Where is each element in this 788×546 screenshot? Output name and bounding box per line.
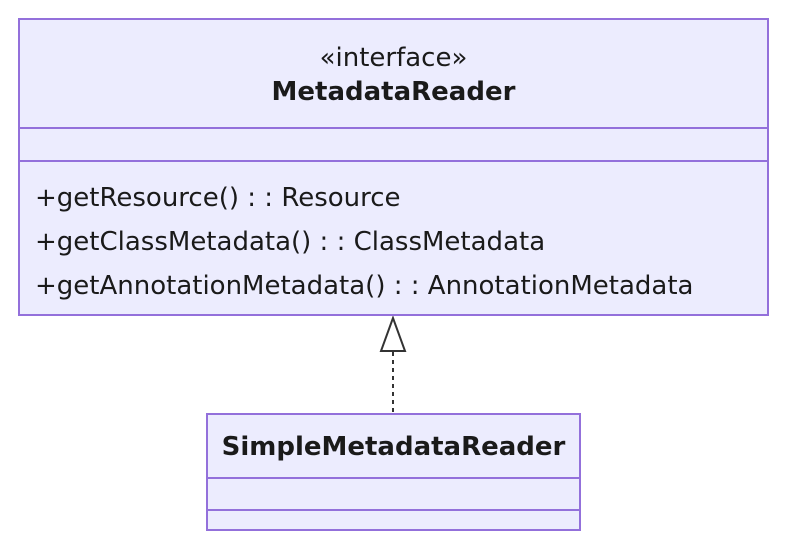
attributes-compartment <box>20 127 767 160</box>
class-simple-metadata-reader[interactable]: SimpleMetadataReader <box>206 413 581 531</box>
class-name: SimpleMetadataReader <box>221 432 566 462</box>
class-name: MetadataReader <box>271 77 516 107</box>
methods-compartment <box>208 509 579 529</box>
class-metadata-reader[interactable]: «interface» MetadataReader +getResource(… <box>18 18 769 316</box>
class-header: SimpleMetadataReader <box>208 415 579 477</box>
methods-compartment: +getResource() : : Resource +getClassMet… <box>20 160 767 308</box>
method-get-annotation-metadata: +getAnnotationMetadata() : : AnnotationM… <box>35 271 694 301</box>
attributes-compartment <box>208 477 579 509</box>
realization-arrowhead <box>379 315 407 352</box>
method-get-resource: +getResource() : : Resource <box>35 183 401 213</box>
stereotype-label: «interface» <box>319 43 468 73</box>
class-header: «interface» MetadataReader <box>20 20 767 127</box>
method-get-class-metadata: +getClassMetadata() : : ClassMetadata <box>35 227 546 257</box>
